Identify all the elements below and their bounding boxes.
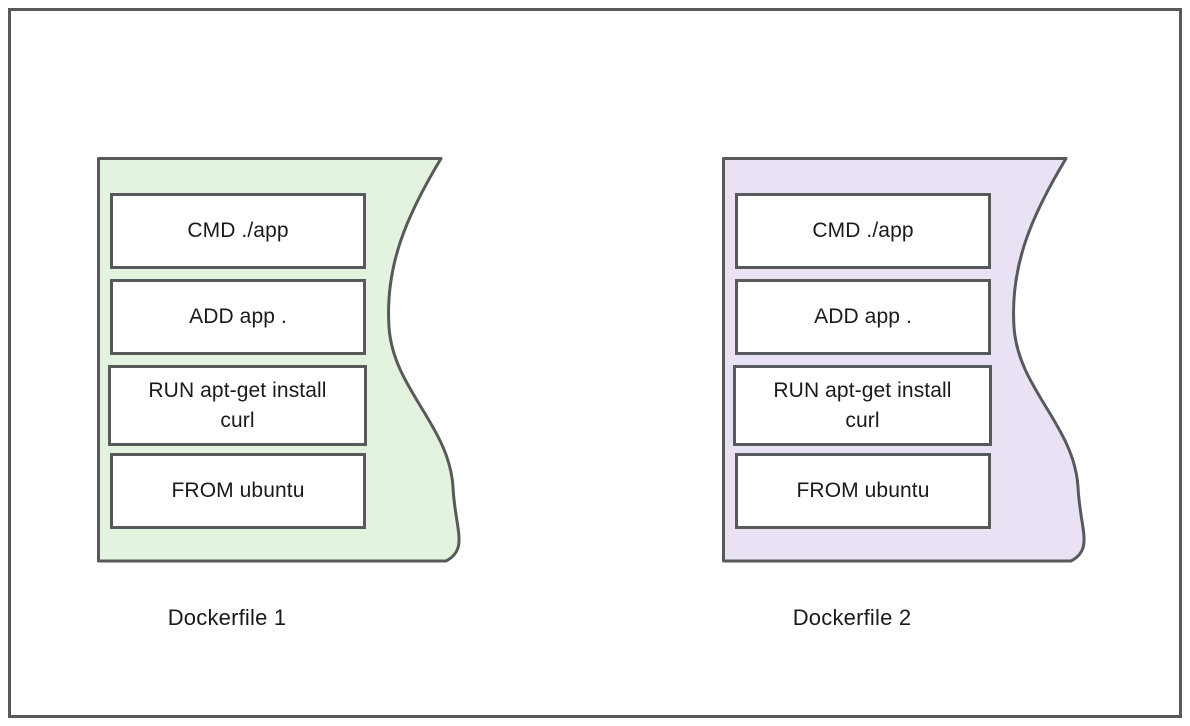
layer-box-add[interactable]: ADD app . [110,279,366,355]
layer-box-run[interactable]: RUN apt-get install curl [108,365,367,446]
layer-label: RUN apt-get install curl [773,378,952,432]
layer-label: CMD ./app [187,219,289,243]
layer-label: CMD ./app [812,219,914,243]
layer-label: ADD app . [189,305,287,329]
dockerfile-2-caption: Dockerfile 2 [792,605,912,630]
layer-label: ADD app . [814,305,912,329]
layer-box-from[interactable]: FROM ubuntu [735,453,991,529]
layer-label: FROM ubuntu [796,479,930,503]
layer-box-add[interactable]: ADD app . [735,279,991,355]
page-frame [8,8,1182,718]
dockerfile-1-layer-stack: CMD ./app ADD app . RUN apt-get install … [108,193,368,529]
layer-box-run[interactable]: RUN apt-get install curl [733,365,992,446]
layer-label: FROM ubuntu [171,479,305,503]
dockerfile-1-caption: Dockerfile 1 [167,605,287,630]
layer-box-cmd[interactable]: CMD ./app [735,193,991,269]
layer-box-cmd[interactable]: CMD ./app [110,193,366,269]
layer-label: RUN apt-get install curl [148,378,327,432]
dockerfile-2-layer-stack: CMD ./app ADD app . RUN apt-get install … [733,193,993,529]
layer-box-from[interactable]: FROM ubuntu [110,453,366,529]
